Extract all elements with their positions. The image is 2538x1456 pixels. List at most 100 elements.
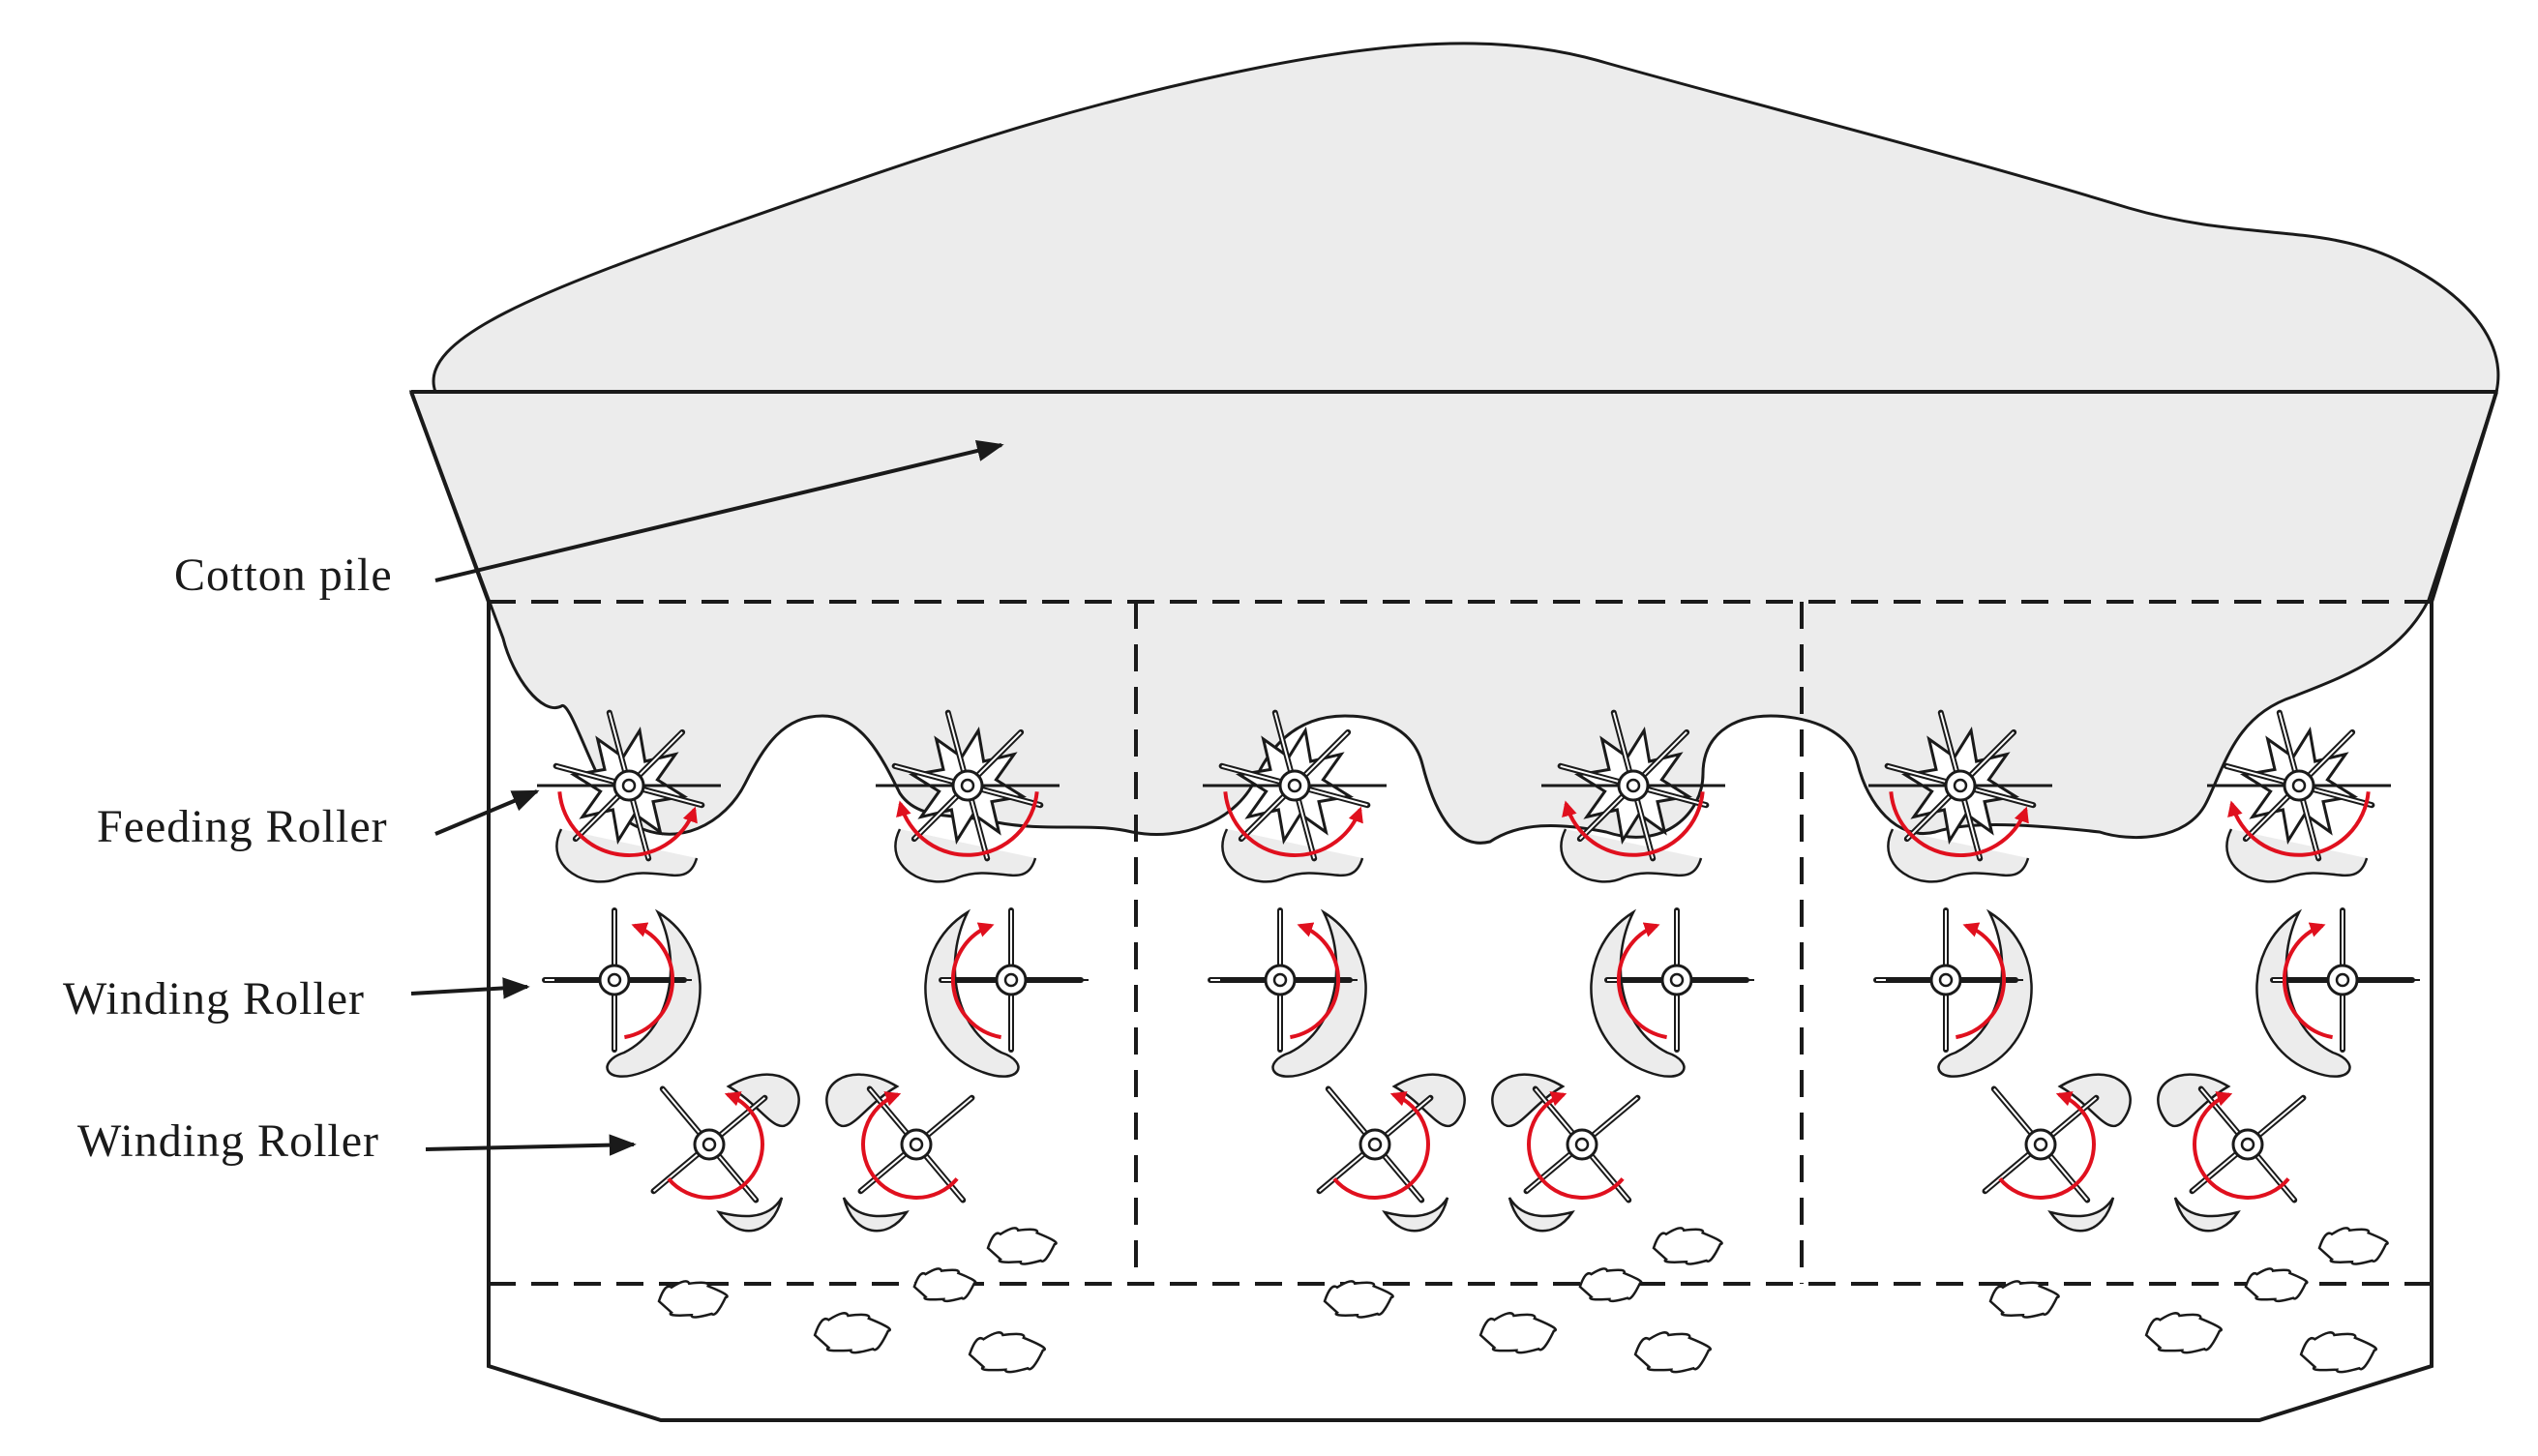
- winding-roller-lower: [1982, 1073, 2132, 1233]
- roller-axle: [2033, 1137, 2048, 1152]
- roller-axle: [1626, 778, 1641, 793]
- cotton-hook: [1508, 1197, 1575, 1233]
- feeding-roller: [2207, 709, 2391, 883]
- cotton-hook: [924, 908, 1020, 1078]
- cotton-pile-body: [408, 390, 2499, 845]
- roller-axle: [1574, 1137, 1590, 1152]
- cotton-tuft-icon: [1633, 1331, 1712, 1374]
- feeding-roller-label: Feeding Roller: [97, 801, 388, 852]
- winding-roller-lower: [825, 1073, 975, 1233]
- winding-roller: [1590, 907, 1754, 1078]
- cotton-tuft-icon: [2144, 1312, 2223, 1354]
- cotton-hook: [716, 1197, 784, 1233]
- roller-axle: [621, 778, 637, 793]
- rotation-arrow-icon: [1889, 791, 2029, 857]
- cotton-tuft-icon: [657, 1280, 729, 1319]
- rotation-arrow-icon: [1290, 922, 1340, 1040]
- cotton-tuft-icon: [1652, 1227, 1723, 1265]
- cotton-hook: [825, 1073, 900, 1128]
- rotation-arrow-icon: [896, 791, 1039, 857]
- roller-axle: [702, 1137, 717, 1152]
- winding-roller: [2255, 907, 2420, 1078]
- roller-axle: [1367, 1137, 1383, 1152]
- hopper-left-wall: [409, 391, 491, 603]
- winding-roller: [542, 907, 702, 1078]
- cotton-hook: [1382, 1197, 1449, 1233]
- cotton-hook: [1937, 908, 2033, 1078]
- cotton-pile-leader: [434, 439, 1004, 582]
- hopper-right-wall: [2430, 391, 2498, 603]
- cotton-tuft-icon: [1988, 1280, 2060, 1319]
- cotton-hook: [606, 908, 702, 1078]
- cotton-tuft-icon: [1478, 1312, 1557, 1354]
- winding-roller-lower: [1491, 1073, 1641, 1233]
- winding-roller: [924, 907, 1089, 1078]
- rotation-arrow-icon: [557, 791, 698, 857]
- winding-roller: [1873, 907, 2033, 1078]
- roller-axle: [2291, 778, 2307, 793]
- winding-roller-lower: [650, 1073, 800, 1233]
- rotation-arrow-icon: [1223, 791, 1363, 857]
- roller-axle: [2335, 972, 2350, 988]
- rotation-arrow-icon: [667, 1091, 764, 1200]
- cotton-tuft-icon: [1323, 1280, 1394, 1319]
- feeding-roller: [876, 709, 1060, 883]
- cotton-hook: [1491, 1073, 1566, 1128]
- roller-axle: [1287, 778, 1302, 793]
- rotation-arrow-icon: [2193, 1091, 2290, 1200]
- roller-axle: [607, 972, 622, 988]
- roller-unit-2: [1203, 709, 1754, 1233]
- roller-axle: [909, 1137, 924, 1152]
- rotation-arrow-icon: [624, 922, 674, 1040]
- rotation-arrow-icon: [1998, 1091, 2096, 1200]
- cotton-pile-label: Cotton pile: [174, 550, 393, 601]
- cotton-tuft-icon: [2317, 1227, 2389, 1265]
- cotton-tuft-icon: [968, 1331, 1046, 1374]
- cotton-tuft-icon: [813, 1312, 891, 1354]
- roller-unit-1: [537, 709, 1089, 1233]
- rotation-arrow-icon: [2227, 791, 2371, 857]
- roller-groups: [537, 709, 2420, 1233]
- cotton-tuft-icon: [1578, 1267, 1643, 1303]
- discharge-funnel: [487, 1284, 2433, 1422]
- roller-axle: [960, 778, 975, 793]
- winding-roller-lower-label: Winding Roller: [77, 1115, 379, 1167]
- cotton-tuft-icon: [2299, 1331, 2377, 1374]
- feeding-roller: [537, 709, 721, 883]
- rotation-arrow-icon: [2283, 922, 2333, 1040]
- rotation-arrow-icon: [1617, 922, 1667, 1040]
- feeding-roller: [1541, 709, 1725, 883]
- rotation-arrow-icon: [1956, 922, 2006, 1040]
- winding-roller-lower-leader: [425, 1134, 637, 1156]
- cotton-tufts: [657, 1227, 2389, 1374]
- cotton-hook: [842, 1197, 910, 1233]
- feeding-roller: [1203, 709, 1387, 883]
- rotation-arrow-icon: [951, 922, 1001, 1040]
- winding-roller: [1208, 907, 1367, 1078]
- roller-axle: [1003, 972, 1019, 988]
- roller-axle: [2240, 1137, 2255, 1152]
- cotton-hook: [1271, 908, 1367, 1078]
- feeding-roller: [1868, 709, 2052, 883]
- cotton-tuft-icon: [2244, 1267, 2309, 1303]
- cotton-pile-mound: [432, 42, 2500, 394]
- cotton-hook: [2255, 908, 2351, 1078]
- cotton-hook: [2173, 1197, 2241, 1233]
- roller-axle: [1938, 972, 1954, 988]
- roller-axle: [1272, 972, 1288, 988]
- winding-roller-lower: [1316, 1073, 1466, 1233]
- winding-roller-upper-label: Winding Roller: [63, 973, 365, 1025]
- roller-axle: [1953, 778, 1968, 793]
- rotation-arrow-icon: [1332, 1091, 1430, 1200]
- rotation-arrow-icon: [861, 1091, 959, 1200]
- cotton-tuft-icon: [986, 1227, 1058, 1265]
- winding-roller-lower: [2157, 1073, 2307, 1233]
- roller-unit-3: [1868, 709, 2420, 1233]
- cotton-hook: [2157, 1073, 2231, 1128]
- rotation-arrow-icon: [1562, 791, 1705, 857]
- winding-roller-upper-leader: [410, 977, 530, 999]
- cotton-hook: [1590, 908, 1686, 1078]
- rotation-arrow-icon: [1527, 1091, 1625, 1200]
- feeding-roller-leader: [434, 789, 540, 836]
